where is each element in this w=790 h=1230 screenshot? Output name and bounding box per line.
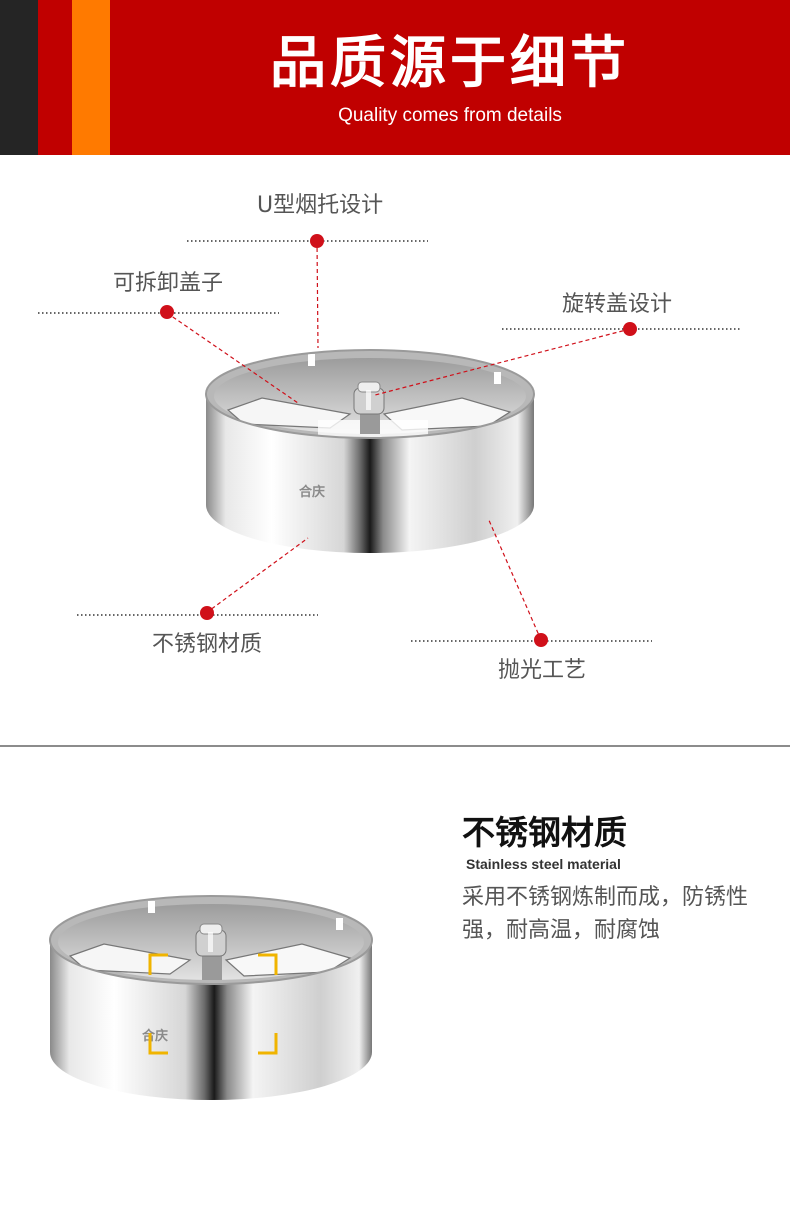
callout-dot-icon [200, 606, 214, 620]
feature-title: 不锈钢材质 [462, 813, 627, 852]
banner-subtitle: Quality comes from details [338, 105, 562, 126]
corner-bracket-icon [148, 1033, 168, 1055]
rotating-knob [195, 923, 227, 980]
callout-dot-icon [160, 305, 174, 319]
lid-plate [224, 943, 352, 977]
banner-stripe-orange [72, 0, 110, 155]
u-notch [148, 901, 155, 913]
u-notch [308, 354, 315, 366]
banner-title: 品质源于细节 [270, 31, 630, 96]
callout-stainless-material: 不锈钢材质 [152, 632, 263, 657]
brand-logo: 合庆 [299, 484, 325, 500]
callout-dot-icon [623, 322, 637, 336]
ashtray-top-view: 合庆 [205, 349, 535, 553]
u-notch [494, 372, 501, 384]
section-divider [0, 745, 790, 747]
corner-bracket-icon [258, 953, 278, 975]
brand-logo: 合庆 [142, 1028, 168, 1044]
banner-stripe-dark [0, 0, 38, 155]
feature-subtitle: Stainless steel material [466, 856, 621, 872]
callout-guides [38, 240, 742, 642]
callout-dot-icon [534, 633, 548, 647]
corner-bracket-icon [258, 1033, 278, 1055]
callout-removable-lid: 可拆卸盖子 [113, 271, 224, 296]
callout-leaders [166, 240, 631, 641]
ashtray-closeup: 合庆 [49, 895, 373, 1100]
product-diagram: 合庆 [38, 234, 742, 647]
corner-bracket-icon [148, 953, 168, 975]
callout-polish: 抛光工艺 [498, 658, 587, 683]
feature-description: 采用不锈钢炼制而成，防锈性强，耐高温，耐腐蚀 [462, 885, 749, 943]
u-notch [336, 918, 343, 930]
header-banner: 品质源于细节 Quality comes from details [0, 0, 790, 155]
callout-rotating-lid: 旋转盖设计 [562, 292, 673, 317]
product-closeup: 合庆 [49, 895, 373, 1100]
callout-dot-icon [310, 234, 324, 248]
callout-u-holder: U型烟托设计 [257, 193, 384, 218]
